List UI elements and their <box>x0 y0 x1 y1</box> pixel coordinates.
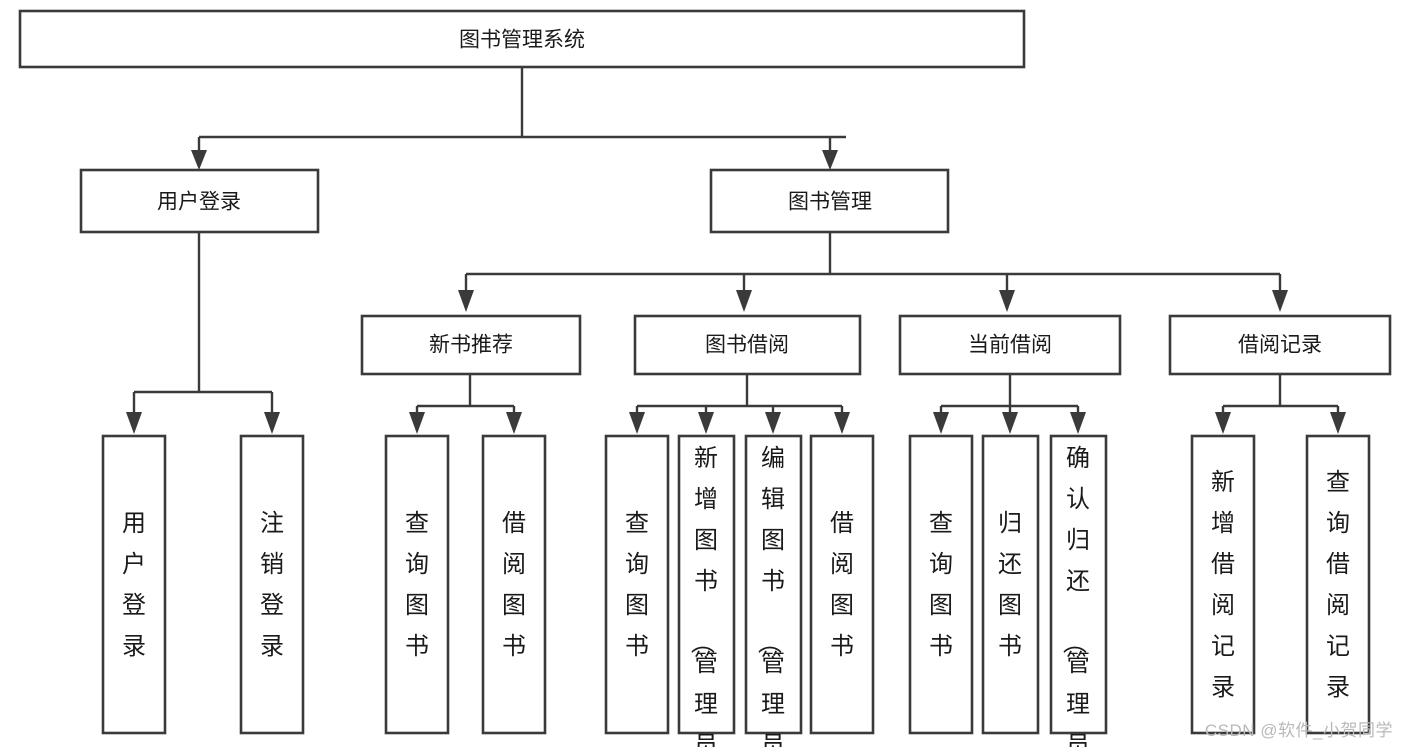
node-borrow-record-box[interactable] <box>1168 314 1392 376</box>
leaf-user-login-1-label: 注销登录 <box>260 510 284 660</box>
leaf-new-book-0-label: 查询图书 <box>405 510 429 660</box>
node-book-borrow-label: 图书借阅 <box>705 334 789 357</box>
node-root[interactable]: 图书管理系统 <box>18 9 1026 69</box>
node-root-label: 图书管理系统 <box>459 29 585 52</box>
leaf-current-borrow-0-label: 查询图书 <box>929 510 953 660</box>
leaf-new-book-1-label: 借阅图书 <box>502 510 526 660</box>
arrow-user-login-child-1 <box>264 412 280 434</box>
node-root-box[interactable] <box>18 9 1026 69</box>
arrow-book-manage-child-2 <box>999 290 1015 312</box>
arrow-borrow-record-child-1 <box>1330 412 1346 434</box>
leaf-book-borrow-2-label: 编辑图书（管理员） <box>755 445 785 747</box>
arrow-book-manage-child-0 <box>458 290 474 312</box>
leaf-user-login-0-box[interactable] <box>101 434 167 735</box>
leaf-borrow-record-0-box[interactable] <box>1190 434 1256 735</box>
leaf-book-borrow-0-label: 查询图书 <box>625 510 649 660</box>
leaf-borrow-record-1-box[interactable] <box>1305 434 1371 735</box>
node-book-manage-label: 图书管理 <box>788 191 872 214</box>
leaf-book-borrow-2-box[interactable] <box>744 434 803 735</box>
arrow-book-manage-child-1 <box>736 290 752 312</box>
leaf-borrow-record-0[interactable]: 新增借阅记录 <box>1190 434 1256 735</box>
arrow-new-book-child-1 <box>506 412 522 434</box>
arrow-book-borrow-child-0 <box>629 412 645 434</box>
leaf-current-borrow-0[interactable]: 查询图书 <box>908 434 974 735</box>
csdn-watermark: CSDN @软件_小贺同学 <box>1204 721 1393 740</box>
node-user-login-box[interactable] <box>79 168 320 234</box>
node-current-borrow[interactable]: 当前借阅 <box>898 314 1122 376</box>
leaf-user-login-0-label: 用户登录 <box>122 510 146 660</box>
leaf-book-borrow-0-box[interactable] <box>604 434 670 735</box>
arrow-root-to-user-login <box>191 150 207 170</box>
arrow-book-borrow-child-3 <box>834 412 850 434</box>
leaf-book-borrow-1-box[interactable] <box>677 434 736 735</box>
node-book-borrow[interactable]: 图书借阅 <box>633 314 862 376</box>
leaf-current-borrow-2[interactable]: 确认归还（管理员） <box>1049 434 1108 747</box>
arrow-book-manage-child-3 <box>1272 290 1288 312</box>
leaf-borrow-record-1-label: 查询借阅记录 <box>1326 469 1350 701</box>
leaf-current-borrow-1-box[interactable] <box>981 434 1040 735</box>
arrow-book-borrow-child-1 <box>698 412 714 434</box>
node-borrow-record[interactable]: 借阅记录 <box>1168 314 1392 376</box>
node-new-book-recommend-label: 新书推荐 <box>429 334 513 357</box>
node-borrow-record-label: 借阅记录 <box>1238 334 1322 357</box>
leaf-new-book-1[interactable]: 借阅图书 <box>481 434 547 735</box>
leaf-user-login-1[interactable]: 注销登录 <box>239 434 305 735</box>
leaf-user-login-1-box[interactable] <box>239 434 305 735</box>
node-current-borrow-box[interactable] <box>898 314 1122 376</box>
leaf-current-borrow-1-label: 归还图书 <box>998 510 1022 660</box>
leaf-new-book-0-box[interactable] <box>384 434 450 735</box>
arrow-root-to-book-manage <box>822 150 838 170</box>
node-book-borrow-box[interactable] <box>633 314 862 376</box>
arrow-book-borrow-child-2 <box>765 412 781 434</box>
leaf-book-borrow-2[interactable]: 编辑图书（管理员） <box>744 434 803 747</box>
arrow-current-borrow-child-1 <box>1002 412 1018 434</box>
node-user-login[interactable]: 用户登录 <box>79 168 320 234</box>
node-book-manage[interactable]: 图书管理 <box>709 168 950 234</box>
leaf-borrow-record-0-label: 新增借阅记录 <box>1211 469 1235 701</box>
leaf-book-borrow-3-label: 借阅图书 <box>830 510 854 660</box>
leaf-layer: 用户登录 注销登录 查询图书 借阅图书 查询图书 新增图书 <box>101 434 1371 747</box>
node-current-borrow-label: 当前借阅 <box>968 334 1052 357</box>
arrow-current-borrow-child-0 <box>933 412 949 434</box>
leaf-current-borrow-0-box[interactable] <box>908 434 974 735</box>
arrow-borrow-record-child-0 <box>1215 412 1231 434</box>
node-user-login-label: 用户登录 <box>157 191 241 214</box>
node-new-book-recommend-box[interactable] <box>360 314 582 376</box>
leaf-current-borrow-2-label: 确认归还（管理员） <box>1060 445 1090 747</box>
leaf-book-borrow-1-label: 新增图书（管理员） <box>688 445 718 747</box>
node-new-book-recommend[interactable]: 新书推荐 <box>360 314 582 376</box>
leaf-user-login-0[interactable]: 用户登录 <box>101 434 167 735</box>
arrow-current-borrow-child-2 <box>1070 412 1086 434</box>
arrow-new-book-child-0 <box>409 412 425 434</box>
leaf-borrow-record-1[interactable]: 查询借阅记录 <box>1305 434 1371 735</box>
leaf-new-book-0[interactable]: 查询图书 <box>384 434 450 735</box>
leaf-new-book-1-box[interactable] <box>481 434 547 735</box>
node-book-manage-box[interactable] <box>709 168 950 234</box>
edge-layer <box>126 67 1346 434</box>
leaf-book-borrow-1[interactable]: 新增图书（管理员） <box>677 434 736 747</box>
leaf-current-borrow-2-box[interactable] <box>1049 434 1108 735</box>
leaf-current-borrow-1[interactable]: 归还图书 <box>981 434 1040 735</box>
leaf-book-borrow-0[interactable]: 查询图书 <box>604 434 670 735</box>
arrow-user-login-child-0 <box>126 412 142 434</box>
leaf-book-borrow-3[interactable]: 借阅图书 <box>809 434 875 735</box>
leaf-book-borrow-3-box[interactable] <box>809 434 875 735</box>
